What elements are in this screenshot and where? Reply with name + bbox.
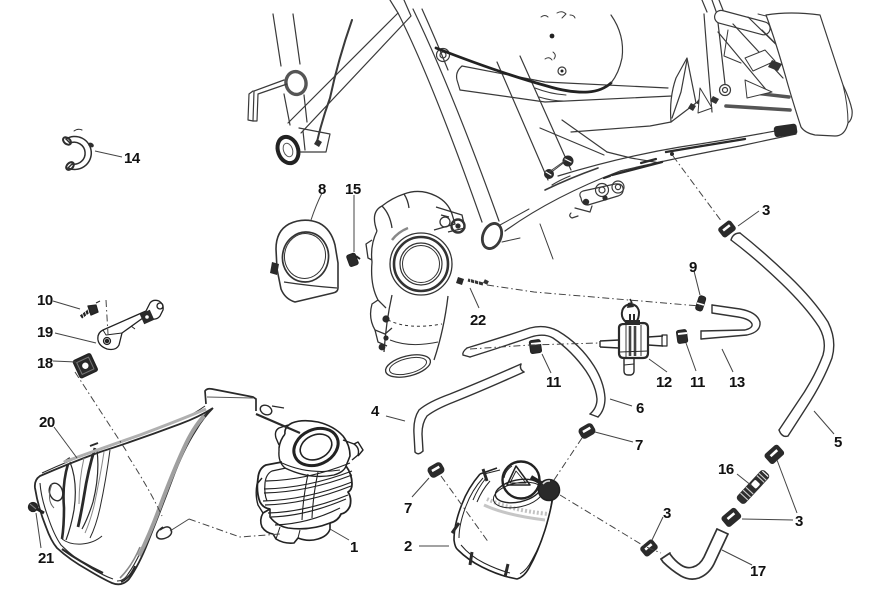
svg-text:5: 5: [834, 434, 842, 451]
svg-text:15: 15: [345, 181, 361, 198]
svg-text:14: 14: [124, 150, 141, 167]
svg-text:3: 3: [795, 513, 803, 530]
svg-text:13: 13: [729, 374, 745, 391]
svg-text:9: 9: [689, 259, 697, 276]
svg-text:20: 20: [39, 414, 55, 431]
svg-text:16: 16: [718, 461, 734, 478]
svg-text:6: 6: [636, 400, 644, 417]
svg-text:11: 11: [546, 374, 561, 391]
svg-text:3: 3: [663, 505, 671, 522]
svg-text:3: 3: [762, 202, 770, 219]
svg-text:19: 19: [37, 324, 53, 341]
svg-text:1: 1: [350, 539, 358, 556]
svg-text:10: 10: [37, 292, 53, 309]
svg-text:4: 4: [371, 403, 380, 420]
svg-text:22: 22: [470, 312, 486, 329]
svg-text:7: 7: [404, 500, 412, 517]
svg-text:7: 7: [635, 437, 643, 454]
svg-text:17: 17: [750, 563, 766, 580]
svg-text:21: 21: [38, 550, 54, 567]
svg-text:2: 2: [404, 538, 412, 555]
svg-text:12: 12: [656, 374, 672, 391]
svg-text:18: 18: [37, 355, 53, 372]
svg-text:11: 11: [690, 374, 705, 391]
svg-text:8: 8: [318, 181, 326, 198]
